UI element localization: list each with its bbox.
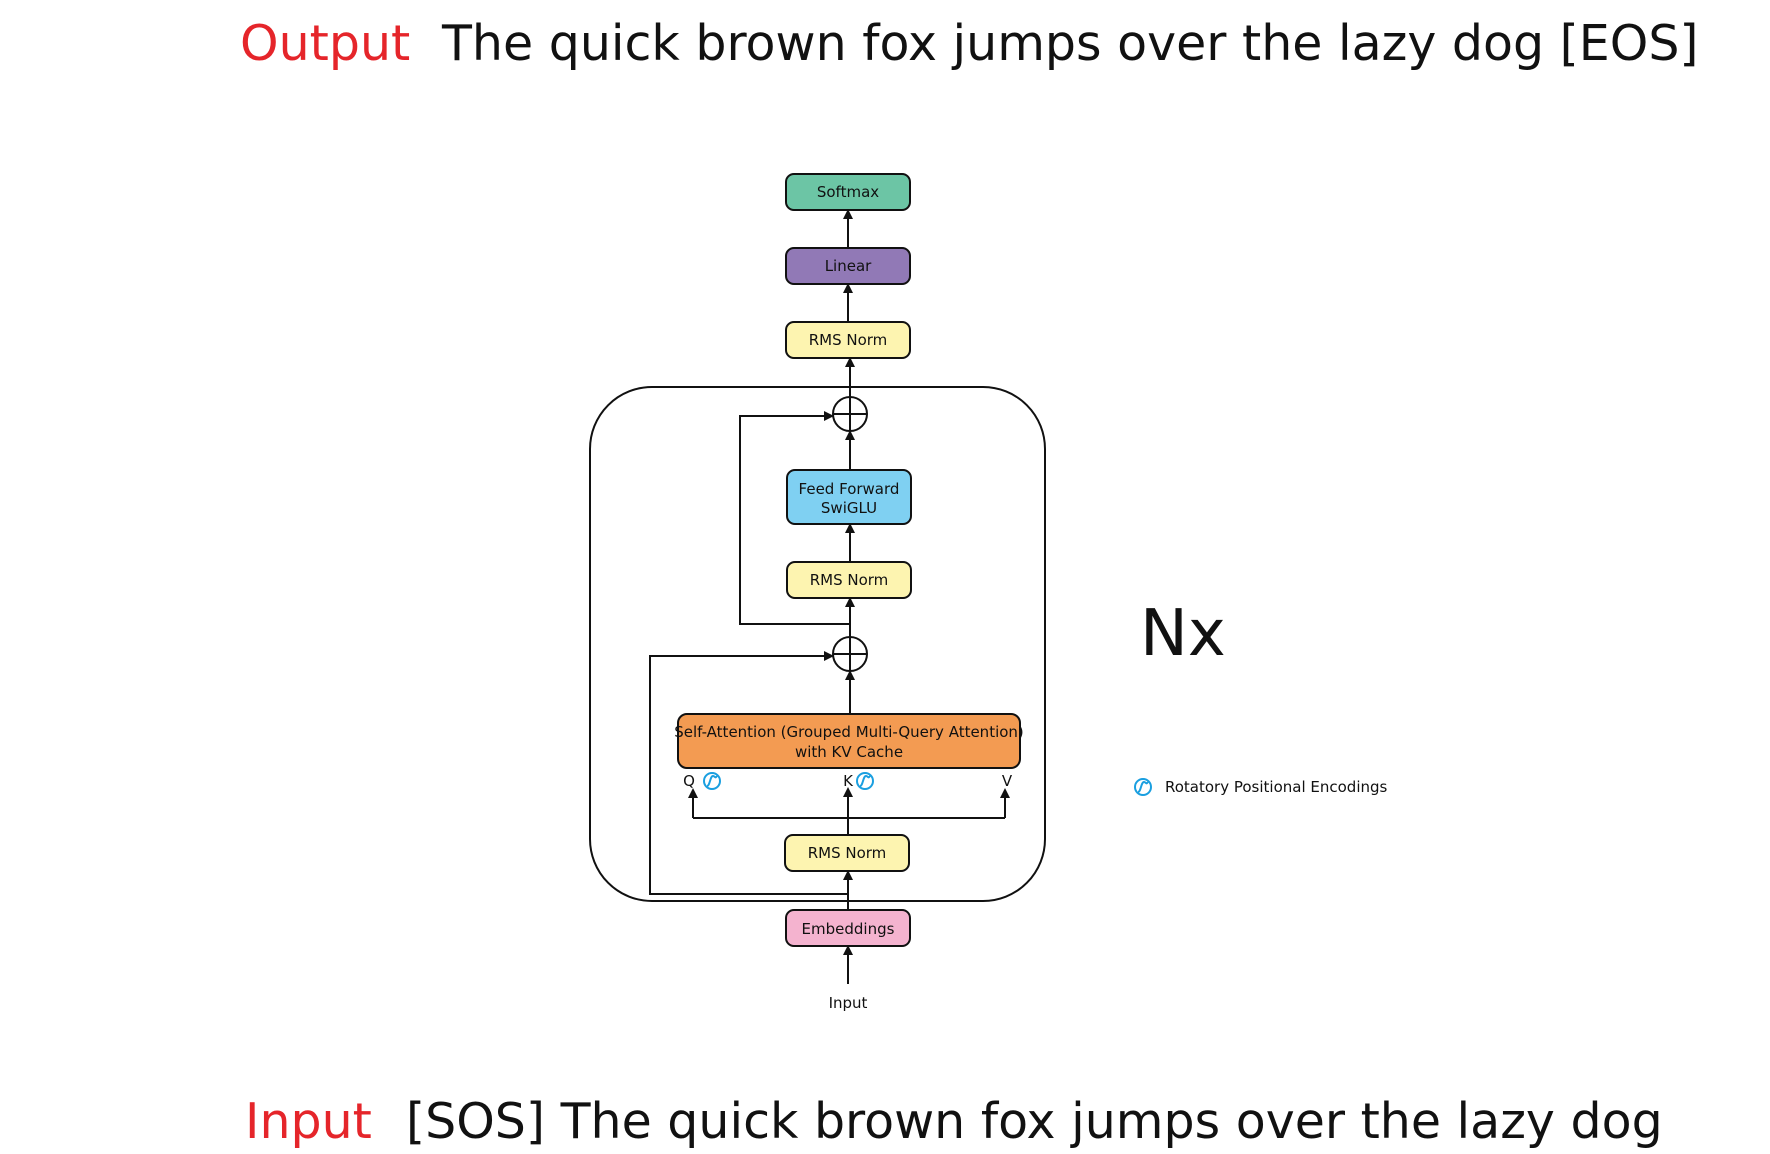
k-label: K — [843, 772, 854, 790]
feed-forward-label-line2: SwiGLU — [821, 499, 877, 517]
softmax-label: Softmax — [817, 183, 879, 201]
skip-connection-ffn — [739, 411, 850, 625]
rope-icon-k — [856, 772, 874, 790]
embeddings-label: Embeddings — [802, 920, 895, 938]
v-label: V — [1002, 772, 1013, 790]
softmax-block: Softmax — [785, 173, 911, 211]
rms-norm-ffn-label: RMS Norm — [810, 571, 889, 589]
rms-norm-final-label: RMS Norm — [809, 331, 888, 349]
input-sequence: [SOS] The quick brown fox jumps over the… — [406, 1093, 1663, 1150]
residual-add-ffn — [832, 396, 868, 432]
repeat-nx-label: Nx — [1140, 597, 1226, 671]
rms-norm-ffn-block: RMS Norm — [786, 561, 912, 599]
residual-add-attn — [832, 636, 868, 672]
output-sequence: The quick brown fox jumps over the lazy … — [441, 15, 1699, 72]
rms-norm-attn-label: RMS Norm — [808, 844, 887, 862]
embeddings-block: Embeddings — [785, 909, 911, 947]
output-label: Output — [240, 15, 410, 72]
repeat-frame — [589, 386, 1046, 902]
feed-forward-label-line1: Feed Forward — [799, 480, 900, 498]
input-label: Input — [245, 1093, 372, 1150]
q-label: Q — [683, 772, 695, 790]
self-attention-label-line1: Self-Attention (Grouped Multi-Query Atte… — [674, 723, 1024, 741]
feed-forward-block: Feed Forward SwiGLU — [786, 469, 912, 525]
linear-block: Linear — [785, 247, 911, 285]
legend-label: Rotatory Positional Encodings — [1165, 778, 1388, 796]
rms-norm-final-block: RMS Norm — [785, 321, 911, 359]
self-attention-label-line2: with KV Cache — [795, 743, 903, 761]
rms-norm-attn-block: RMS Norm — [784, 834, 910, 872]
diagram-input-label: Input — [829, 994, 868, 1012]
rope-icon-q — [703, 772, 721, 790]
skip-connection-attn — [649, 651, 848, 895]
self-attention-block: Self-Attention (Grouped Multi-Query Atte… — [674, 713, 1024, 769]
rotary-positional-encoding-icon — [1134, 778, 1152, 796]
linear-label: Linear — [825, 257, 872, 275]
